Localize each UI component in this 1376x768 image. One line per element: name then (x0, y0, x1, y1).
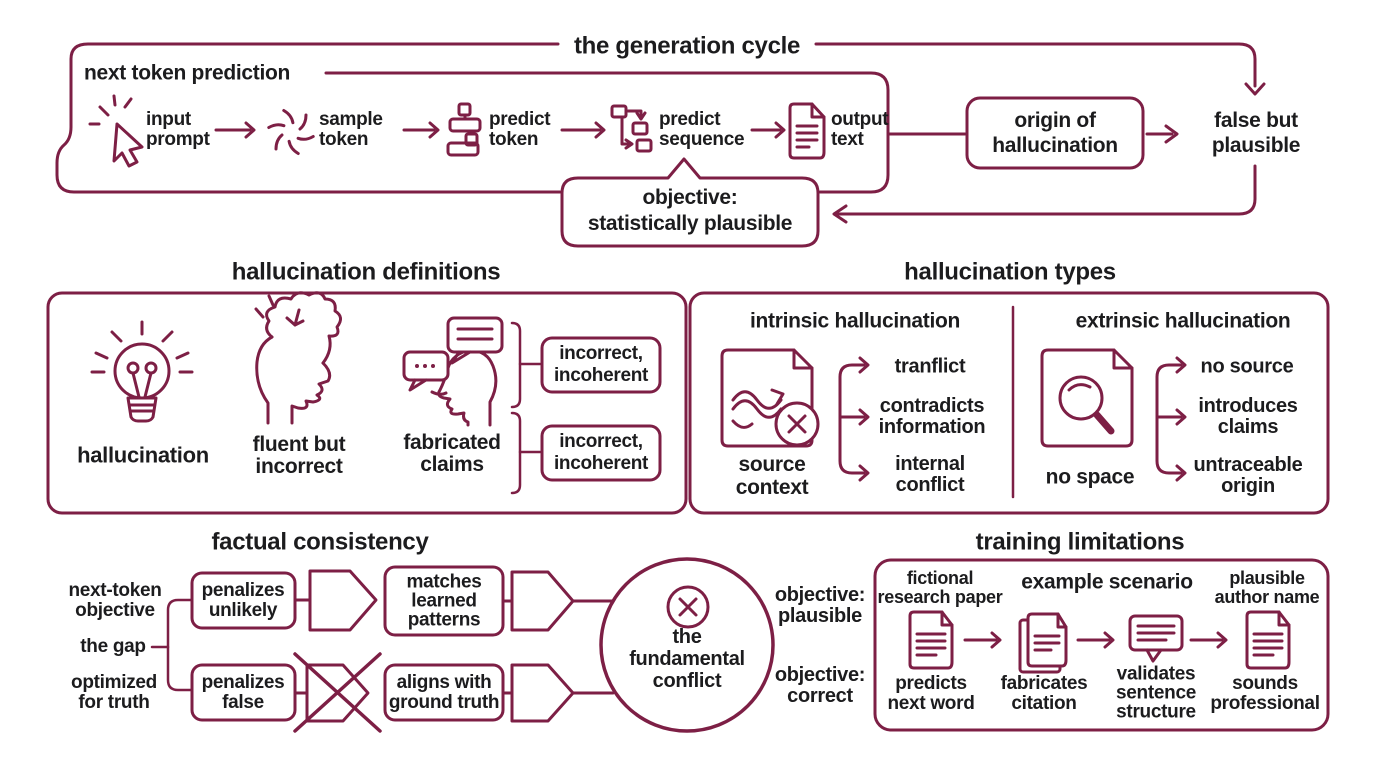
definitions-title: hallucination definitions (231, 258, 501, 286)
origin-of-hallucination-box (965, 96, 1145, 170)
speech-lines-icon (1128, 614, 1184, 663)
objective-bubble-label: objective:statistically plausible (587, 186, 793, 235)
stacked-documents-icon (1018, 612, 1068, 674)
generation-cycle-title: the generation cycle (573, 32, 801, 60)
consistency-flow (150, 557, 775, 733)
flow-sequence-icon (610, 104, 653, 153)
document-icon (788, 102, 826, 160)
extrinsic-heading: extrinsic hallucination (1075, 309, 1291, 333)
x-circle-icon (666, 585, 710, 629)
document-magnifier-icon (1040, 348, 1134, 448)
branch-tranflict: tranflict (894, 355, 966, 378)
objective-bubble (560, 157, 820, 248)
chevron-shape (308, 569, 378, 632)
arrow-left-icon (832, 204, 848, 224)
source-shuffle-icon (720, 348, 820, 448)
incorrect-incoherent-box-2 (540, 424, 662, 482)
objective-correct-label: objective:correct (774, 664, 866, 707)
cross-out-icon (293, 652, 382, 733)
generation-cycle-frame (55, 42, 1266, 224)
chevron-shape (510, 663, 575, 723)
step-arrows (214, 121, 786, 139)
definition-brackets (510, 321, 662, 495)
arrow-down-icon (1244, 82, 1266, 96)
lightbulb-icon (90, 320, 194, 423)
extrinsic-fork (1155, 356, 1187, 482)
flow-token-icon (446, 102, 482, 157)
limitations-box (873, 558, 1330, 732)
speech-person-icon (402, 316, 504, 427)
objective-plausible-label: objective:plausible (774, 584, 866, 627)
head-cloud-icon (254, 291, 342, 425)
consistency-title: factual consistency (211, 528, 429, 556)
branch-no-source: no source (1200, 355, 1294, 378)
incorrect-incoherent-label-1: incorrect,incoherent (553, 343, 649, 386)
cursor-click-icon (88, 94, 144, 168)
incorrect-incoherent-box-1 (540, 336, 662, 394)
fundamental-conflict-circle (599, 557, 775, 733)
burst-icon (267, 109, 315, 155)
next-token-prediction-title: next token prediction (84, 61, 291, 85)
no-space-label: no space (1045, 465, 1135, 489)
intrinsic-fork (838, 356, 870, 482)
the-gap-label: the gap (80, 636, 146, 657)
example-scenario-label: example scenario (1021, 570, 1193, 594)
limitations-title: training limitations (975, 528, 1185, 556)
types-title: hallucination types (904, 258, 1116, 286)
hallucination-label: hallucination (77, 442, 209, 468)
chevron-shape (510, 570, 575, 632)
definitions-panel (46, 291, 688, 515)
types-panel (688, 291, 1330, 515)
document-icon (908, 610, 954, 670)
intrinsic-heading: intrinsic hallucination (749, 309, 961, 333)
arrow-right-icon (1164, 124, 1179, 144)
document-icon (1245, 610, 1291, 670)
incorrect-incoherent-label-2: incorrect,incoherent (553, 431, 649, 474)
